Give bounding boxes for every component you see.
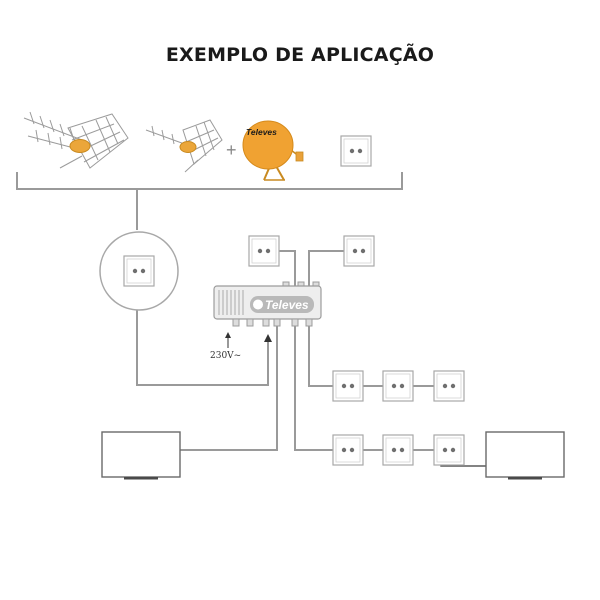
outlet-row1-2 [382,370,414,402]
power-label: 230V~ [210,351,241,361]
amplifier-brand-label: Televes [265,298,309,312]
outlet-row1-1 [332,370,364,402]
plus-sign: + [226,140,237,160]
tv-right [485,431,565,481]
amplifier: Televes [213,281,322,327]
wiring [136,189,486,467]
local-outlet-callout [99,231,179,311]
signal-return-arrowhead [264,334,272,342]
outlet-row1-3 [433,370,465,402]
amplifier-heatsink [218,290,244,315]
uhf-vhf-antenna [23,111,129,169]
source-bracket [16,172,403,190]
outlet-upper-left [248,235,280,267]
outlet-row2-2 [382,434,414,466]
outlet-row2-3 [433,434,465,466]
uhf-antenna [145,119,223,173]
outlet-upper-right [343,235,375,267]
dish-brand-label: Televes [246,127,277,137]
power-input-arrow [225,332,231,348]
diagram-title: EXEMPLO DE APLICAÇÃO [165,44,435,66]
satellite-input-outlet [340,135,372,167]
satellite-dish: Televes [242,120,304,181]
tv-left [101,431,181,481]
outlet-row2-1 [332,434,364,466]
